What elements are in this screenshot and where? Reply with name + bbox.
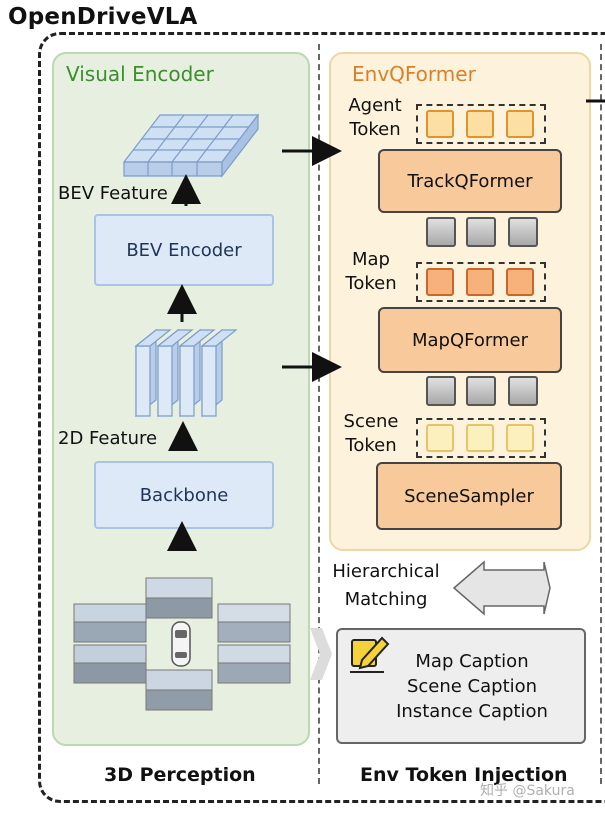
outer-dashed-frame <box>38 32 605 803</box>
scene-token <box>426 424 454 452</box>
track-output-token <box>508 217 538 247</box>
agent-token-label: Agent Token <box>344 94 406 142</box>
scene-caption: Scene Caption <box>406 676 538 697</box>
3d-perception-label: 3D Perception <box>104 764 256 786</box>
mapqformer-label: MapQFormer <box>412 329 528 351</box>
2d-feature-label: 2D Feature <box>58 428 158 449</box>
chevron-right-icon <box>310 628 332 680</box>
agent-token <box>506 110 534 138</box>
hierarchical-matching-line2: Matching <box>344 589 428 610</box>
map-token-group <box>416 262 546 302</box>
visual-encoder-title: Visual Encoder <box>66 62 214 86</box>
scenesampler-label: SceneSampler <box>404 485 534 507</box>
scene-token-label: Scene Token <box>340 410 402 458</box>
scenesampler-box: SceneSampler <box>376 462 562 530</box>
bev-feature-label: BEV Feature <box>58 183 168 204</box>
map-output-token <box>466 376 496 406</box>
scene-token-label-line1: Scene <box>343 411 399 432</box>
map-token-label-line1: Map <box>352 249 390 270</box>
bev-encoder-label: BEV Encoder <box>126 239 242 261</box>
map-token <box>466 268 494 296</box>
scene-token <box>466 424 494 452</box>
matching-arrow-icon <box>452 560 551 616</box>
map-output-token <box>426 376 456 406</box>
mapqformer-box: MapQFormer <box>378 307 562 373</box>
track-output-token <box>426 217 456 247</box>
pencil-icon <box>350 636 390 673</box>
backbone-label: Backbone <box>139 484 229 506</box>
bev-feature-grid <box>122 113 260 178</box>
scene-token-label-line2: Token <box>345 435 397 456</box>
hierarchical-matching-label: Hierarchical Matching <box>324 560 448 612</box>
instance-caption: Instance Caption <box>396 701 548 722</box>
hierarchical-matching-line1: Hierarchical <box>332 561 440 582</box>
agent-token-label-line2: Token <box>349 119 401 140</box>
scene-token <box>506 424 534 452</box>
trackqformer-label: TrackQFormer <box>407 170 533 192</box>
watermark: 知乎 @Sakura <box>480 783 575 799</box>
map-caption: Map Caption <box>415 651 529 672</box>
agent-token-label-line1: Agent <box>348 95 402 116</box>
2d-feature-planes <box>134 328 238 418</box>
envqformer-title: EnvQFormer <box>352 62 476 86</box>
map-token-label-line2: Token <box>345 273 397 294</box>
right-divider <box>600 44 602 784</box>
map-output-token <box>508 376 538 406</box>
ego-car-icon <box>171 621 191 667</box>
map-token <box>506 268 534 296</box>
section-divider <box>318 44 320 784</box>
trackqformer-box: TrackQFormer <box>378 149 562 213</box>
agent-token-group <box>416 104 546 144</box>
map-token <box>426 268 454 296</box>
backbone-box: Backbone <box>94 461 274 529</box>
caption-box <box>336 628 586 744</box>
scene-token-group <box>416 418 546 458</box>
caption-list: Map Caption Scene Caption Instance Capti… <box>372 649 572 724</box>
surround-camera-images <box>73 577 291 711</box>
map-token-label: Map Token <box>340 248 402 296</box>
env-token-injection-label: Env Token Injection <box>360 764 568 786</box>
track-output-token <box>466 217 496 247</box>
agent-token <box>466 110 494 138</box>
agent-token <box>426 110 454 138</box>
diagram-title: OpenDriveVLA <box>8 4 198 30</box>
